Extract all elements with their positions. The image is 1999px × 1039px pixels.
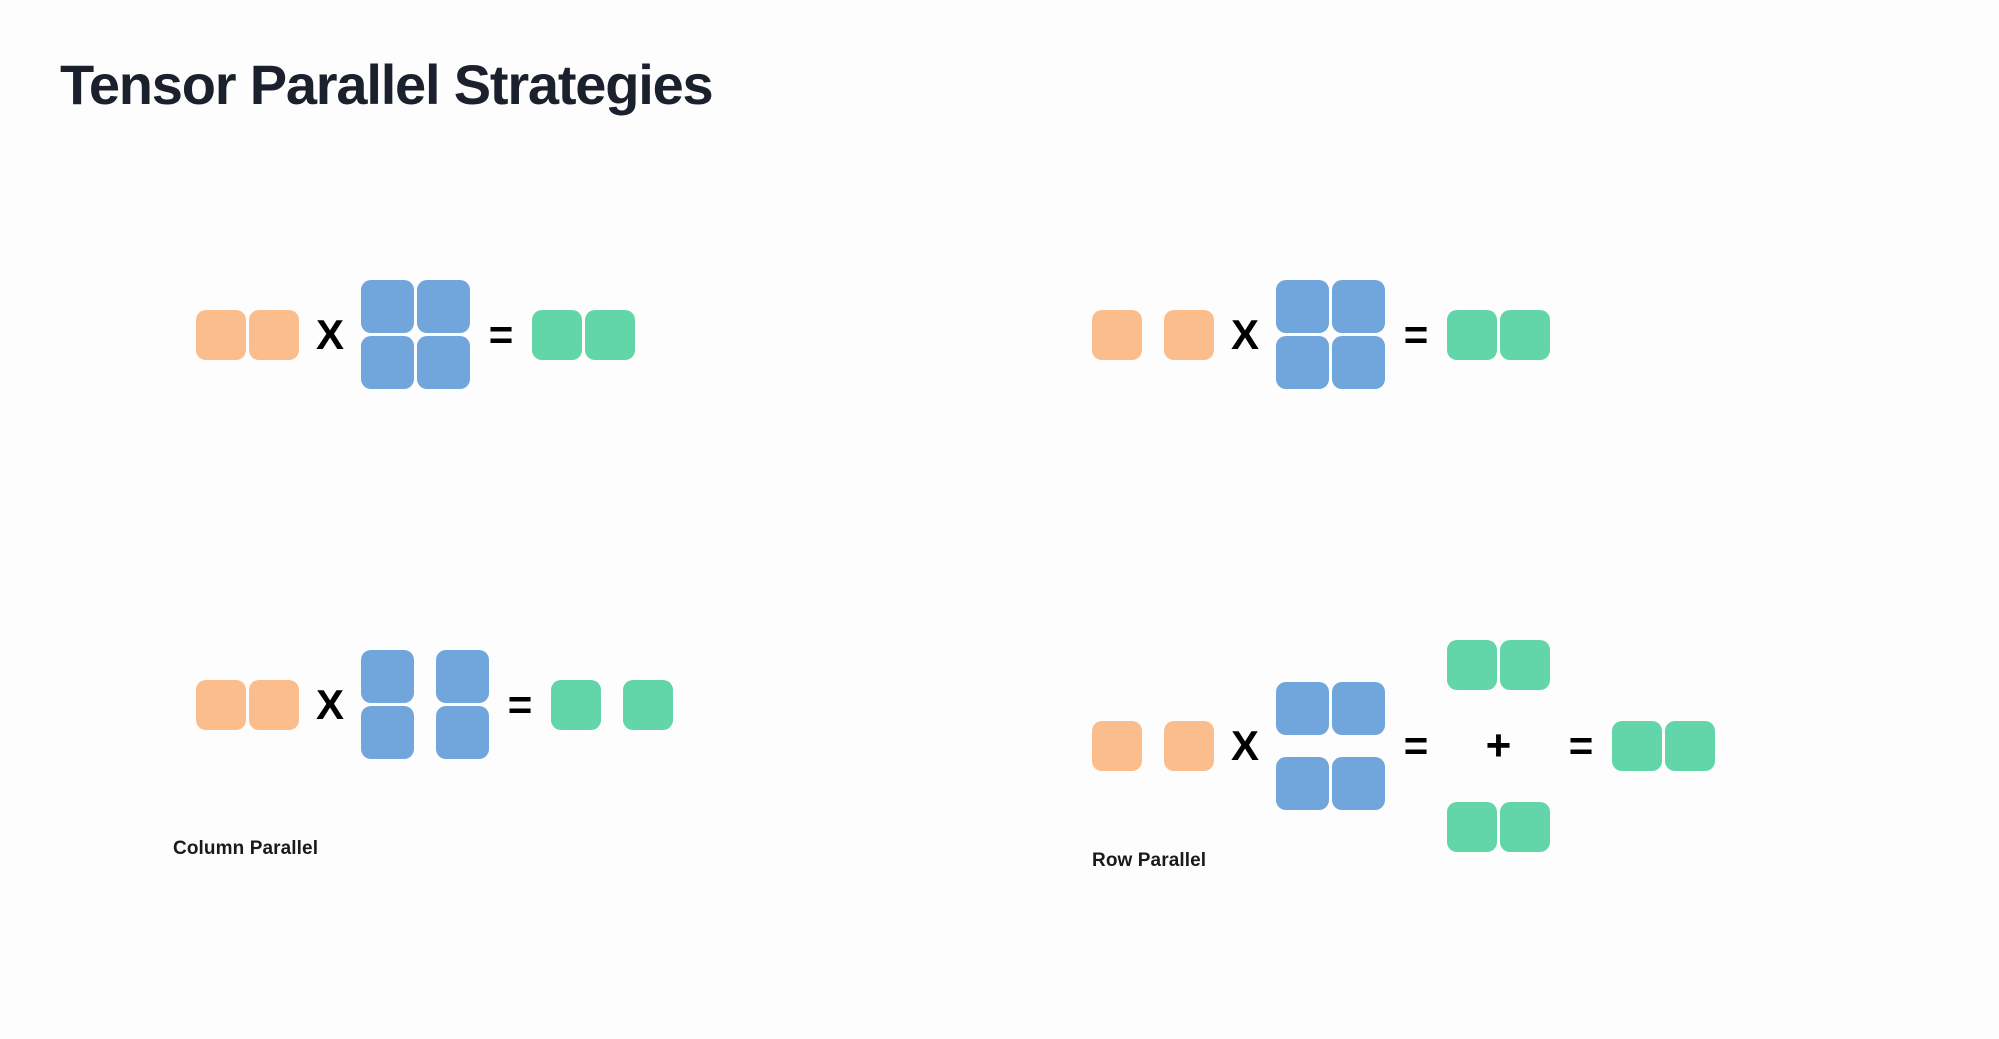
- multiply-operator: X: [315, 680, 344, 728]
- matrix-cell-green: [1447, 309, 1497, 360]
- diagram-column-parallel-sharded: X =: [196, 650, 673, 759]
- input-matrix-orange: [196, 679, 299, 730]
- matrix-cell-blue: [417, 336, 470, 389]
- equals-operator: =: [1403, 310, 1429, 358]
- matrix-cell-blue: [436, 706, 489, 759]
- weight-shard-column: [361, 650, 414, 759]
- matrix-cell-blue: [1332, 682, 1385, 735]
- matrix-cell-blue: [1332, 336, 1385, 389]
- matrix-cell-green: [1500, 309, 1550, 360]
- matrix-cell-orange: [249, 309, 299, 360]
- matrix-cell-green: [1500, 802, 1550, 852]
- equals-operator: =: [1403, 722, 1429, 769]
- matrix-cell-blue: [1276, 280, 1329, 333]
- diagram-row-parallel-sharded: X = + =: [1092, 640, 1715, 852]
- matrix-cell-orange: [1164, 309, 1214, 360]
- weight-matrix-blue-column-sharded: [361, 650, 489, 759]
- weight-matrix-blue-row-sharded: [1276, 682, 1385, 810]
- matrix-cell-orange: [1164, 721, 1214, 771]
- weight-shard-column: [436, 650, 489, 759]
- page-title: Tensor Parallel Strategies: [60, 53, 714, 116]
- matrix-cell-blue: [1332, 280, 1385, 333]
- partial-sum-matrix-green: [1447, 802, 1550, 852]
- matrix-cell-orange: [1092, 721, 1142, 771]
- output-matrix-green: [532, 309, 635, 360]
- matrix-cell-blue: [361, 336, 414, 389]
- matrix-cell-blue: [361, 280, 414, 333]
- matrix-cell-green: [1665, 721, 1715, 771]
- diagram-row-parallel-unsharded: X =: [1092, 280, 1550, 389]
- matrix-cell-blue: [1276, 682, 1329, 735]
- matrix-cell-green: [623, 679, 673, 730]
- weight-shard-row: [1276, 682, 1385, 735]
- matrix-cell-orange: [196, 679, 246, 730]
- weight-matrix-blue: [361, 280, 470, 389]
- matrix-cell-orange: [249, 679, 299, 730]
- section-label-column-parallel: Column Parallel: [173, 838, 319, 859]
- matrix-cell-orange: [196, 309, 246, 360]
- matrix-cell-blue: [436, 650, 489, 703]
- weight-shard-row: [1276, 757, 1385, 810]
- matrix-cell-green: [1612, 721, 1662, 771]
- matrix-cell-green: [532, 309, 582, 360]
- output-matrix-green: [1447, 309, 1550, 360]
- matrix-cell-green: [551, 679, 601, 730]
- input-matrix-orange-column-sharded: [1092, 309, 1214, 360]
- matrix-cell-green: [585, 309, 635, 360]
- matrix-cell-green: [1500, 640, 1550, 690]
- equals-operator-final: =: [1568, 722, 1594, 769]
- output-matrix-green-column-sharded: [551, 679, 673, 730]
- matrix-cell-blue: [1276, 757, 1329, 810]
- partial-sum-matrix-green: [1447, 640, 1550, 690]
- section-label-row-parallel: Row Parallel: [1092, 850, 1207, 871]
- diagram-column-parallel-unsharded: X =: [196, 280, 635, 389]
- matrix-cell-blue: [417, 280, 470, 333]
- partial-sums-stack: +: [1447, 640, 1550, 852]
- matrix-cell-green: [1447, 802, 1497, 852]
- matrix-cell-orange: [1092, 309, 1142, 360]
- input-matrix-orange: [196, 309, 299, 360]
- matrix-cell-blue: [1332, 757, 1385, 810]
- equals-operator: =: [507, 680, 533, 728]
- matrix-cell-blue: [361, 650, 414, 703]
- multiply-operator: X: [1230, 310, 1259, 358]
- plus-operator: +: [1485, 721, 1512, 770]
- input-matrix-orange-column-sharded: [1092, 721, 1214, 771]
- weight-matrix-blue: [1276, 280, 1385, 389]
- matrix-cell-blue: [361, 706, 414, 759]
- equals-operator: =: [488, 310, 514, 358]
- matrix-cell-green: [1447, 640, 1497, 690]
- output-matrix-green-final: [1612, 721, 1715, 771]
- multiply-operator: X: [1230, 722, 1259, 769]
- matrix-cell-blue: [1276, 336, 1329, 389]
- multiply-operator: X: [315, 310, 344, 358]
